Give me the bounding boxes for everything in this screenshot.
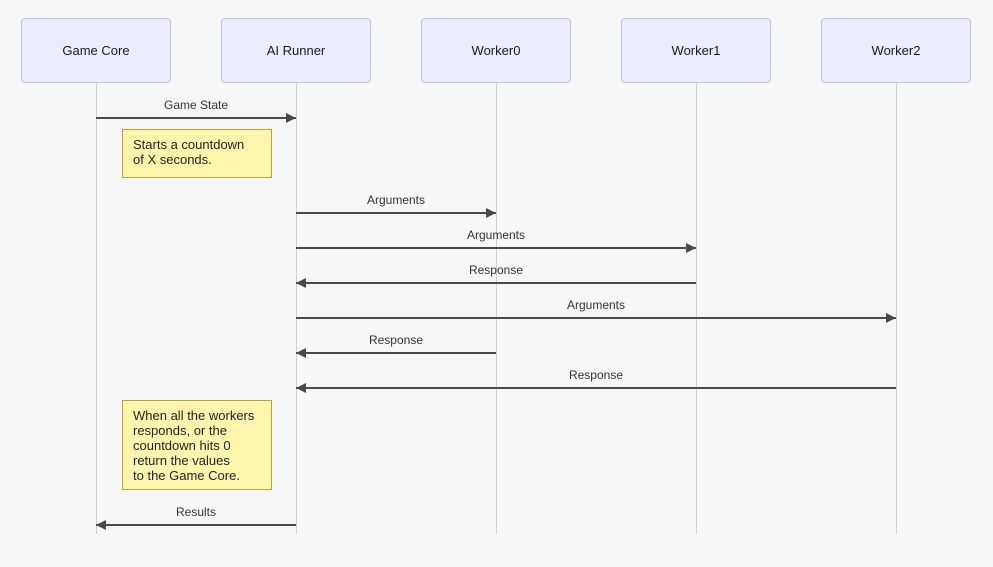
message-line-response-5 — [296, 352, 496, 354]
actor-box-worker0: Worker0 — [421, 18, 571, 83]
arrowhead-icon — [686, 243, 696, 253]
message-line-game-state-0 — [96, 117, 296, 119]
message-label-response-3: Response — [468, 263, 524, 277]
message-label-arguments-4: Arguments — [566, 298, 626, 312]
arrowhead-icon — [296, 348, 306, 358]
lifeline-ai-runner — [296, 83, 297, 534]
note-line: Starts a countdown — [133, 137, 245, 152]
message-line-arguments-2 — [296, 247, 696, 249]
actor-box-ai-runner: AI Runner — [221, 18, 371, 83]
actor-label: Worker1 — [671, 43, 721, 58]
message-line-response-3 — [296, 282, 696, 284]
actor-label: Worker2 — [871, 43, 921, 58]
message-label-arguments-1: Arguments — [366, 193, 426, 207]
arrowhead-icon — [286, 113, 296, 123]
note-line: return the values — [133, 453, 230, 468]
message-line-arguments-4 — [296, 317, 896, 319]
actor-label: Game Core — [62, 43, 130, 58]
lifeline-game-core — [96, 83, 97, 534]
message-label-response-6: Response — [568, 368, 624, 382]
actor-label: Worker0 — [471, 43, 521, 58]
actor-label: AI Runner — [266, 43, 326, 58]
message-line-response-6 — [296, 387, 896, 389]
message-label-game-state-0: Game State — [163, 98, 229, 112]
note-line: responds, or the — [133, 423, 227, 438]
message-label-results-7: Results — [175, 505, 216, 519]
message-line-arguments-1 — [296, 212, 496, 214]
lifeline-worker2 — [896, 83, 897, 534]
message-line-results-7 — [96, 524, 296, 526]
note-line: countdown hits 0 — [133, 438, 231, 453]
actor-box-worker2: Worker2 — [821, 18, 971, 83]
arrowhead-icon — [296, 383, 306, 393]
note-line: to the Game Core. — [133, 468, 240, 483]
actor-box-game-core: Game Core — [21, 18, 171, 83]
note-line: When all the workers — [133, 408, 255, 423]
arrowhead-icon — [296, 278, 306, 288]
actor-box-worker1: Worker1 — [621, 18, 771, 83]
lifeline-worker1 — [696, 83, 697, 534]
message-label-response-5: Response — [368, 333, 424, 347]
arrowhead-icon — [886, 313, 896, 323]
arrowhead-icon — [486, 208, 496, 218]
message-label-arguments-2: Arguments — [466, 228, 526, 242]
note-line: of X seconds. — [133, 152, 212, 167]
lifeline-worker0 — [496, 83, 497, 534]
arrowhead-icon — [96, 520, 106, 530]
